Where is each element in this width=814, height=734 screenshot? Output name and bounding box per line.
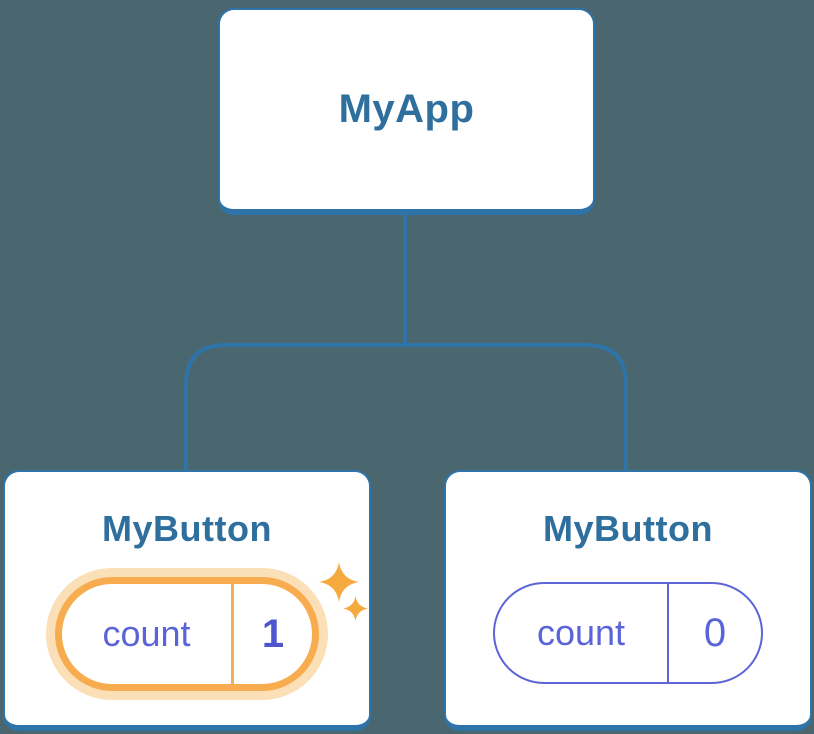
state-key-cell: count bbox=[495, 584, 667, 682]
state-pill: count 0 bbox=[493, 582, 763, 684]
state-value-cell: 1 bbox=[234, 584, 312, 684]
state-pill-divider bbox=[231, 584, 234, 684]
state-key-label: count bbox=[536, 612, 626, 653]
state-value-cell: 0 bbox=[669, 584, 761, 682]
sparkle-icon bbox=[343, 596, 368, 621]
state-pill-highlighted: count 1 bbox=[55, 577, 319, 691]
state-key-label: count bbox=[102, 613, 191, 654]
sparkle-icon bbox=[319, 562, 359, 602]
node-mybutton-updated: MyButton count 1 bbox=[3, 470, 371, 731]
node-mybutton-initial-title: MyButton bbox=[543, 508, 713, 549]
state-pill-divider bbox=[667, 584, 669, 682]
state-key-cell: count bbox=[62, 584, 231, 684]
node-mybutton-updated-title: MyButton bbox=[102, 508, 272, 549]
connector-bracket bbox=[184, 343, 628, 470]
state-value: 1 bbox=[261, 611, 285, 656]
node-mybutton-initial: MyButton count 0 bbox=[444, 470, 812, 731]
node-myapp: MyApp bbox=[218, 8, 595, 215]
state-value: 0 bbox=[703, 610, 727, 655]
node-myapp-title: MyApp bbox=[338, 87, 475, 131]
